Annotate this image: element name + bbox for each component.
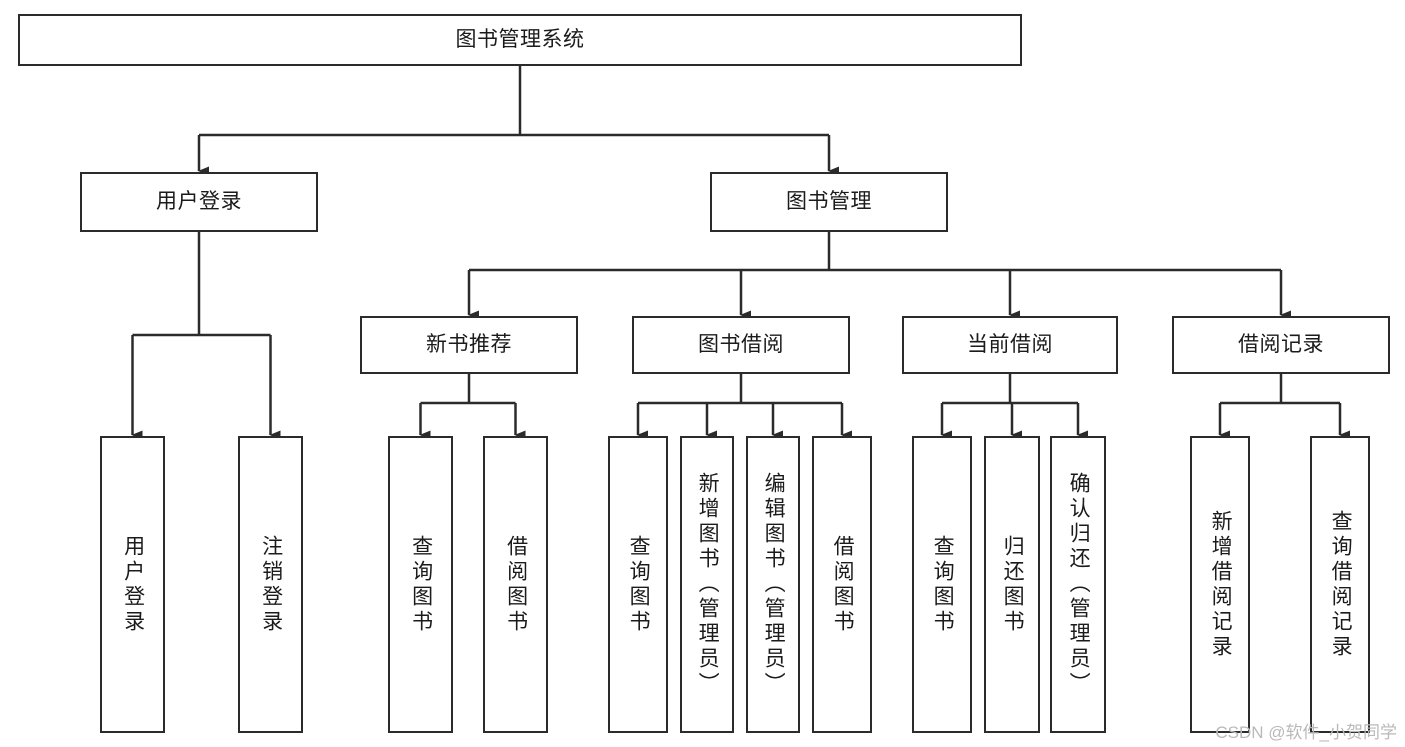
node-leaf-rec-borrow[interactable]: 借阅图书 xyxy=(483,436,548,733)
node-label: 新书推荐 xyxy=(426,333,512,357)
node-leaf-rec-query2[interactable]: 查询借阅记录 xyxy=(1310,436,1370,733)
node-label: 确认归还（管理员） xyxy=(1067,472,1091,697)
node-label: 借阅图书 xyxy=(831,534,855,635)
node-leaf-book-edit[interactable]: 编辑图书（管理员） xyxy=(746,436,800,733)
node-label: 用户登录 xyxy=(156,190,242,214)
node-leaf-borrow-book[interactable]: 借阅图书 xyxy=(812,436,872,733)
node-leaf-book-add[interactable]: 新增图书（管理员） xyxy=(680,436,734,733)
node-leaf-borrow-query[interactable]: 查询图书 xyxy=(608,436,668,733)
node-label: 查询图书 xyxy=(931,534,955,635)
node-label: 借阅图书 xyxy=(504,534,528,635)
node-leaf-user-login[interactable]: 用户登录 xyxy=(100,436,165,733)
node-leaf-cur-confirm[interactable]: 确认归还（管理员） xyxy=(1050,436,1106,733)
watermark-label: CSDN @软件_小贺同学 xyxy=(1215,723,1397,742)
node-label: 编辑图书（管理员） xyxy=(762,472,786,697)
node-label: 用户登录 xyxy=(121,534,145,635)
node-leaf-cur-query[interactable]: 查询图书 xyxy=(912,436,972,733)
node-label: 图书管理 xyxy=(786,190,872,214)
node-user-login[interactable]: 用户登录 xyxy=(80,172,318,232)
node-book-manage[interactable]: 图书管理 xyxy=(710,172,948,232)
node-label: 新增借阅记录 xyxy=(1209,509,1233,660)
node-book-borrow[interactable]: 图书借阅 xyxy=(632,316,850,374)
node-label: 归还图书 xyxy=(1001,534,1025,635)
node-label: 查询借阅记录 xyxy=(1329,509,1353,660)
node-borrow-record[interactable]: 借阅记录 xyxy=(1172,316,1390,374)
node-label: 查询图书 xyxy=(627,534,651,635)
node-leaf-rec-query[interactable]: 查询图书 xyxy=(388,436,453,733)
node-label: 注销登录 xyxy=(259,534,283,635)
node-label: 查询图书 xyxy=(409,534,433,635)
node-leaf-user-logout[interactable]: 注销登录 xyxy=(238,436,303,733)
node-root[interactable]: 图书管理系统 xyxy=(18,14,1022,66)
node-label: 图书管理系统 xyxy=(455,28,585,52)
node-leaf-cur-return[interactable]: 归还图书 xyxy=(984,436,1040,733)
node-current-borrow[interactable]: 当前借阅 xyxy=(902,316,1118,374)
node-leaf-rec-add[interactable]: 新增借阅记录 xyxy=(1190,436,1250,733)
node-label: 借阅记录 xyxy=(1238,333,1324,357)
node-label: 图书借阅 xyxy=(698,333,784,357)
node-new-book-rec[interactable]: 新书推荐 xyxy=(360,316,578,374)
node-label: 当前借阅 xyxy=(967,333,1053,357)
node-label: 新增图书（管理员） xyxy=(696,472,720,697)
